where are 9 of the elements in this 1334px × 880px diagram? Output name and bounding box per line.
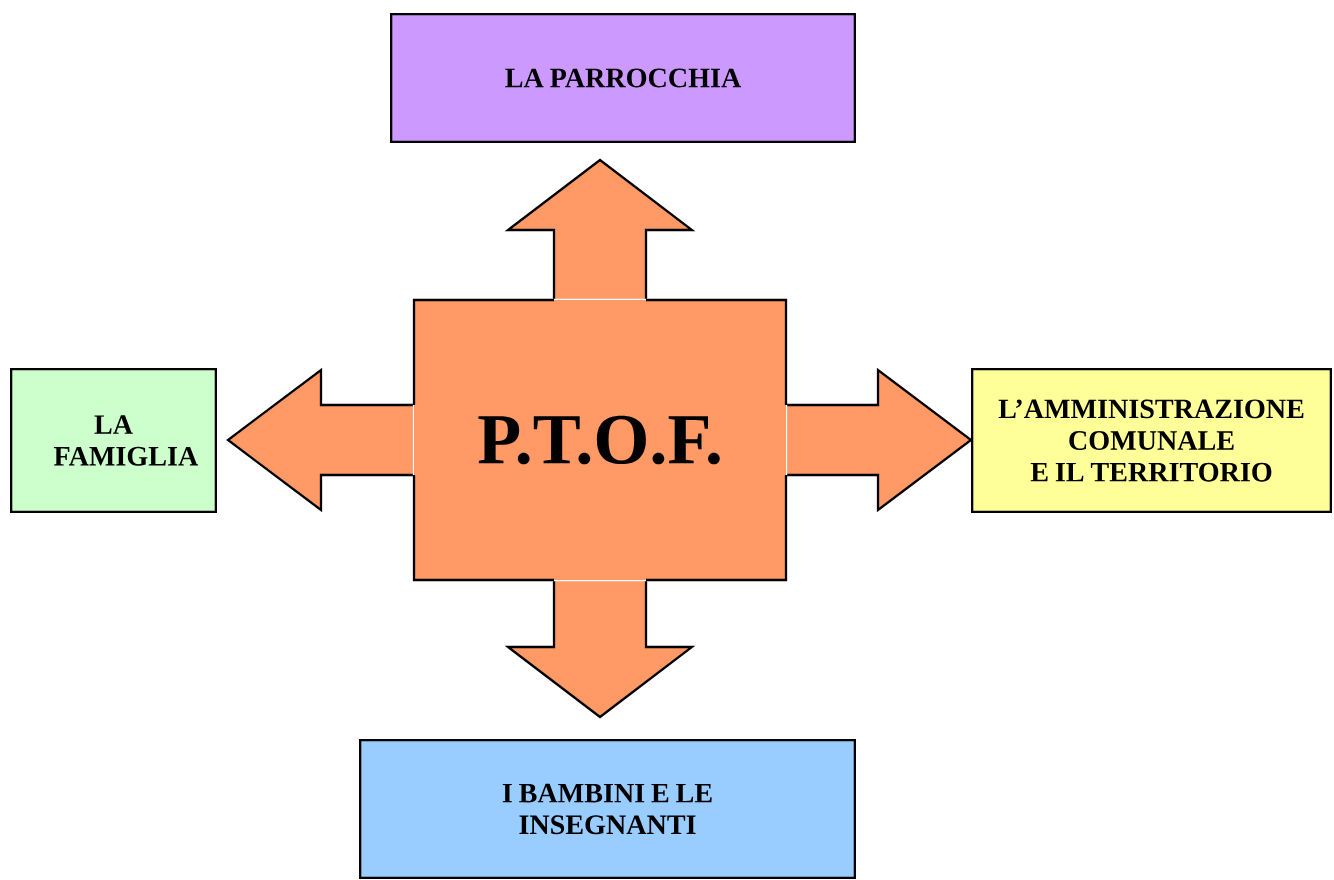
block-arrow	[786, 367, 973, 513]
label-box: LA PARROCCHIA	[390, 13, 856, 143]
block-arrow	[504, 580, 696, 719]
arrow-hub: P.T.O.F.	[412, 298, 788, 582]
label-box: I BAMBINI E LE INSEGNANTI	[359, 739, 856, 879]
label-box: LA FAMIGLIA	[10, 368, 217, 513]
block-arrow	[226, 367, 414, 513]
label-box: L’AMMINISTRAZIONE COMUNALE E IL TERRITORIO	[971, 368, 1332, 513]
block-arrow	[504, 158, 696, 300]
